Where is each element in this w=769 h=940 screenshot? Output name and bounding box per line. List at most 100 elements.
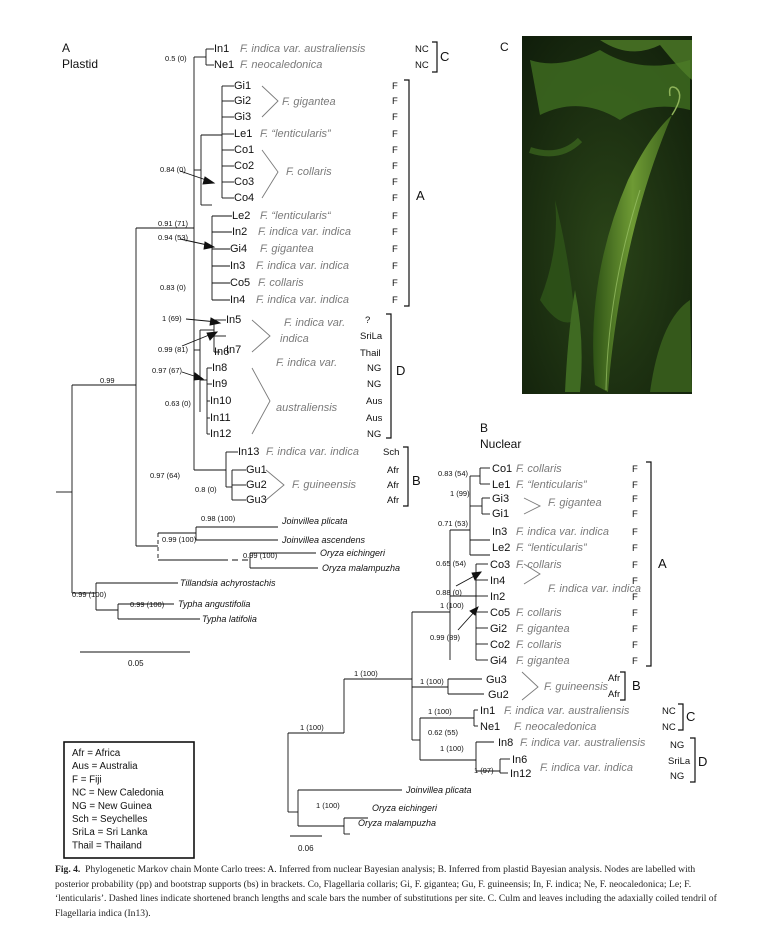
node-support: 0.83 (0) <box>160 283 186 292</box>
taxon-code: Gu3 <box>486 674 507 686</box>
tree-b-arrows <box>455 571 482 631</box>
region-code: Sch <box>383 447 399 458</box>
panel-a-label: A <box>62 41 70 55</box>
scale-label: 0.05 <box>128 659 144 668</box>
node-support: 0.99 (89) <box>430 633 461 642</box>
node-support: 0.99 (81) <box>158 345 189 354</box>
region-code: Afr <box>608 673 620 684</box>
outgroup-name: Oryza malampuzha <box>322 563 400 573</box>
taxon-code: In7 <box>226 344 241 356</box>
taxon-name: F. indica var. indica <box>540 762 633 774</box>
tree-b-branches <box>287 467 510 837</box>
taxon-code: In12 <box>510 768 531 780</box>
node-support: 0.99 (100) <box>243 551 278 560</box>
taxon-name: F. indica var. <box>284 317 345 329</box>
taxon-code: Le2 <box>232 210 250 222</box>
taxon-code: In13 <box>238 446 259 458</box>
taxon-name: indica <box>280 333 309 345</box>
outgroup-name: Joinvillea plicata <box>405 785 472 795</box>
taxon-name: F. “lenticularis” <box>516 479 588 491</box>
taxon-name: F. “lenticularis” <box>260 128 332 140</box>
taxon-name: F. indica var. australiensis <box>504 705 630 717</box>
region-code: F <box>632 464 638 475</box>
region-code: NG <box>367 379 381 390</box>
panel-b-subtitle: Nuclear <box>480 437 521 451</box>
taxon-name: F. indica var. indica <box>266 446 359 458</box>
taxon-name: F. collaris <box>516 559 562 571</box>
node-support: 0.99 (100) <box>72 590 107 599</box>
taxon-name: F. indica var. indica <box>258 226 351 238</box>
taxon-name: F. gigantea <box>260 243 314 255</box>
legend-entry: Thail = Thailand <box>72 840 142 851</box>
taxon-name: australiensis <box>276 402 338 414</box>
region-code: F <box>392 261 398 272</box>
outgroup-name: Typha latifolia <box>202 614 257 624</box>
tree-b-clade-brackets <box>620 461 696 783</box>
taxon-code: In8 <box>498 737 513 749</box>
taxon-code: Gi2 <box>234 95 251 107</box>
taxon-code: In12 <box>210 428 231 440</box>
node-support: 0.8 (0) <box>195 485 217 494</box>
figure-caption: Fig. 4. Phylogenetic Markov chain Monte … <box>55 863 720 921</box>
node-support: 0.5 (0) <box>165 54 187 63</box>
region-code: F <box>632 560 638 571</box>
node-support: 0.99 (100) <box>162 535 197 544</box>
legend-entry: Afr = Africa <box>72 748 121 759</box>
region-code: F <box>632 656 638 667</box>
taxon-name: F. collaris <box>258 277 304 289</box>
caption-fig-label: Fig. 4. <box>55 864 81 875</box>
taxon-code: In4 <box>230 294 245 306</box>
panel-a-subtitle: Plastid <box>62 57 98 71</box>
taxon-code: In2 <box>232 226 247 238</box>
taxon-name: F. indica var. indica <box>256 294 349 306</box>
region-code: F <box>392 96 398 107</box>
region-code: NC <box>662 722 676 733</box>
region-code: NG <box>367 429 381 440</box>
region-code: F <box>392 244 398 255</box>
node-support: 0.84 (0) <box>160 165 186 174</box>
region-code: F <box>632 608 638 619</box>
taxon-code: Le1 <box>234 128 252 140</box>
taxon-name: F. indica var. australiensis <box>520 737 646 749</box>
taxon-code: Co5 <box>230 277 250 289</box>
region-code: F <box>632 494 638 505</box>
scale-label: 0.06 <box>298 844 314 853</box>
node-support: 0.91 (71) <box>158 219 189 228</box>
taxon-code: Le1 <box>492 479 510 491</box>
legend-entry: Aus = Australia <box>72 761 138 772</box>
taxon-name: F. gigantea <box>516 623 570 635</box>
region-code: F <box>632 509 638 520</box>
region-code: F <box>392 145 398 156</box>
taxon-name: F. indica var. australiensis <box>240 43 366 55</box>
legend-entry: Sch = Seychelles <box>72 814 148 825</box>
region-code: F <box>392 295 398 306</box>
clade-letter: D <box>698 754 707 769</box>
taxon-code: In2 <box>490 591 505 603</box>
taxon-code: Gi1 <box>492 508 509 520</box>
taxon-code: In5 <box>226 314 241 326</box>
node-support: 1 (69) <box>162 314 182 323</box>
taxon-code: In6 <box>214 346 229 358</box>
tree-b-braces <box>521 497 542 701</box>
region-code: SriLa <box>668 756 691 767</box>
node-support: 0.62 (55) <box>428 728 459 737</box>
taxon-code: Co3 <box>490 559 510 571</box>
region-code: F <box>632 527 638 538</box>
region-code: F <box>392 129 398 140</box>
outgroup-name: Tillandsia achyrostachis <box>180 578 276 588</box>
taxon-name: F. collaris <box>516 607 562 619</box>
taxon-name: F. indica var. indica <box>548 583 641 595</box>
region-code: NG <box>367 363 381 374</box>
outgroup-name: Typha angustifolia <box>178 599 250 609</box>
outgroup-name: Joinvillea plicata <box>281 516 348 526</box>
taxon-code: Gi1 <box>234 80 251 92</box>
taxon-code: In8 <box>212 362 227 374</box>
taxon-code: Gu2 <box>488 689 509 701</box>
node-support: 0.97 (64) <box>150 471 181 480</box>
panel-c-photo <box>522 36 692 394</box>
node-support: 0.88 (0) <box>436 588 462 597</box>
taxon-name: F. guineensis <box>292 479 357 491</box>
region-code: ? <box>365 315 370 326</box>
region-code: Afr <box>387 480 399 491</box>
